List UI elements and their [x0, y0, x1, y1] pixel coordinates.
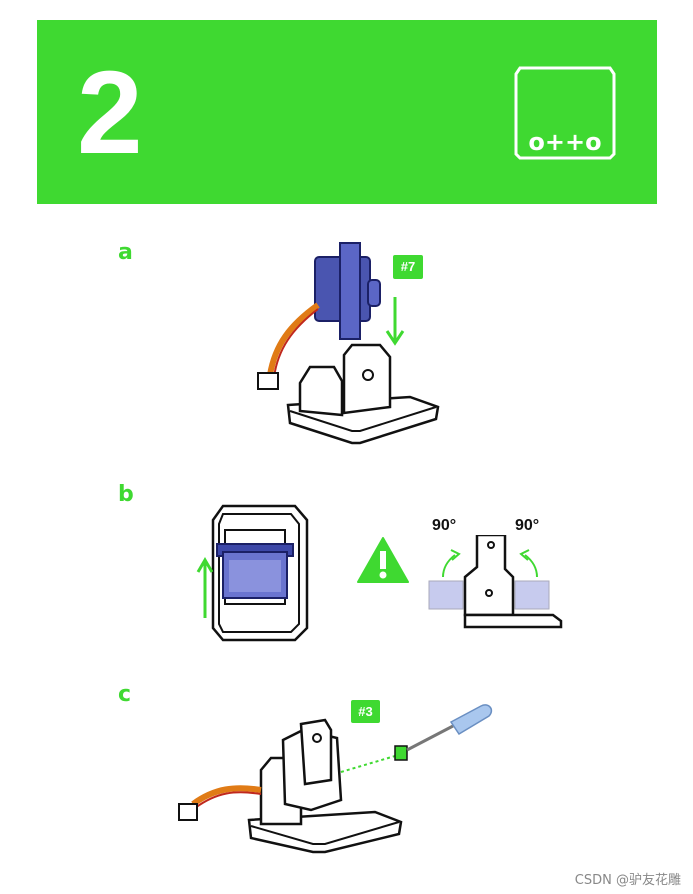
warning-icon: [357, 537, 409, 583]
step-label-b: b: [118, 482, 134, 507]
rotation-angle-right: 90°: [515, 517, 540, 534]
part-badge-7: #7: [393, 255, 423, 279]
brand-text: o++o: [528, 128, 601, 156]
part-badge-3: #3: [351, 700, 380, 723]
step-header: 2 o++o: [37, 20, 657, 204]
servo-mount-illustration-a: [257, 242, 440, 445]
screw-assembly-illustration: [178, 704, 493, 854]
step-label-c: c: [118, 682, 132, 707]
rotation-range-illustration: [428, 535, 563, 629]
rotation-angle-left: 90°: [432, 517, 457, 534]
watermark: CSDN @驴友花雕: [574, 873, 681, 888]
servo-insert-illustration: [196, 504, 309, 642]
step-number: 2: [77, 47, 143, 179]
otto-logo: o++o: [514, 66, 616, 160]
step-label-a: a: [118, 240, 133, 265]
